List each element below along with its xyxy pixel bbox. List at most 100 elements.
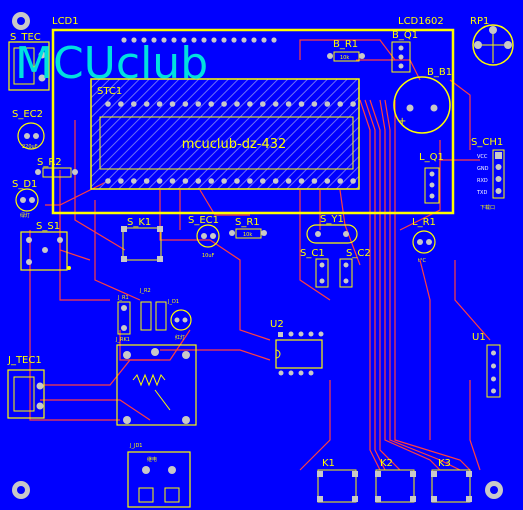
- pin-pad: [221, 37, 227, 43]
- pin-pad: [350, 101, 356, 107]
- pin-pad: [251, 37, 257, 43]
- label-j-jd1: J_JD1: [129, 443, 142, 449]
- label-lcd1: LCD1: [52, 16, 79, 27]
- pin-pad: [272, 101, 279, 107]
- pin-pad: [191, 37, 197, 43]
- pin-pad: [181, 37, 187, 43]
- pin-pad: [260, 101, 266, 107]
- s-s1-switch: [20, 231, 71, 271]
- mcu-pins-bottom: [105, 178, 356, 184]
- pin-pad: [151, 37, 157, 43]
- relay-terminal: [127, 451, 191, 508]
- k2-button: [375, 469, 416, 503]
- pin-pad: [143, 101, 150, 107]
- lcd-outline: [51, 28, 455, 215]
- s-ec1-capacitor: [196, 224, 220, 248]
- l-r1-sensor: [412, 230, 436, 254]
- l-q1-transistor: [424, 167, 440, 204]
- label-s-ec2-val: 220uF: [22, 144, 38, 150]
- label-j-d1-val: 红灯: [175, 334, 185, 341]
- label-ch-txd: TXD: [476, 190, 487, 196]
- label-j-tec1: J_TEC1: [7, 355, 42, 366]
- pin-pad: [311, 101, 318, 107]
- label-s-r1-val: 10k: [243, 232, 252, 238]
- k3-button: [431, 469, 472, 503]
- relay-block: [116, 344, 197, 426]
- pin-pad: [131, 101, 137, 107]
- board-text: mcuclub-dz-432: [182, 137, 287, 152]
- pin-pad: [337, 101, 344, 107]
- silkscreen-labels: LCD1 LCD1602 RP1 S_TEC B_R1 10k B_Q1 B_B…: [7, 16, 503, 469]
- mcuclub-logo: MCUclub: [15, 38, 208, 89]
- pin-pad: [271, 37, 277, 43]
- label-s-r1: S_R1: [235, 217, 260, 228]
- pin-pad: [311, 178, 318, 184]
- pin-pad: [285, 178, 292, 184]
- pin-pad: [118, 178, 124, 184]
- label-ch-vcc: VCC: [477, 154, 488, 160]
- s-k1-button: [121, 226, 163, 262]
- label-s-r2: S_R2: [37, 157, 62, 168]
- pin-pad: [195, 101, 202, 107]
- label-s-ec2: S_EC2: [12, 109, 43, 120]
- label-j-r1: J_R1: [117, 295, 129, 301]
- pin-pad: [208, 178, 214, 184]
- pin-pad: [247, 178, 253, 184]
- pin-pad: [324, 178, 331, 184]
- pin-pad: [156, 178, 163, 184]
- s-tec-connector: [8, 41, 50, 91]
- pin-pad: [169, 101, 176, 107]
- pin-pad: [131, 37, 137, 43]
- label-s-y1: S_Y1: [320, 214, 344, 225]
- label-b-b1: B_B1: [427, 67, 452, 78]
- pin-pad: [211, 37, 217, 43]
- s-c1-capacitor: [315, 258, 329, 288]
- u1-module: [486, 344, 501, 398]
- pin-pad: [350, 178, 356, 184]
- mounting-holes: [12, 12, 503, 499]
- pin-pad: [272, 178, 279, 184]
- pin-pad: [105, 101, 111, 107]
- svg-text:+: +: [398, 116, 406, 127]
- pin-pad: [131, 178, 137, 184]
- label-stc1: STC1: [97, 86, 122, 97]
- label-b-q1: B_Q1: [392, 30, 418, 41]
- pin-pad: [208, 101, 214, 107]
- s-r1-resistor: [229, 228, 267, 239]
- label-s-d1: S_D1: [12, 179, 37, 190]
- label-ch-rxd: RXD: [477, 178, 488, 184]
- pin-pad: [143, 178, 150, 184]
- label-b-r1: B_R1: [333, 39, 358, 50]
- label-s-ec1: S_EC1: [188, 215, 219, 226]
- pin-pad: [260, 178, 266, 184]
- label-u1: U1: [472, 332, 486, 343]
- label-s-k1: S_K1: [127, 217, 151, 228]
- pin-pad: [298, 178, 305, 184]
- label-j-jd1-val: 继电: [147, 456, 157, 463]
- s-d1-led: [15, 188, 39, 212]
- pin-pad: [285, 101, 292, 107]
- pin-pad: [234, 101, 240, 107]
- pin-pad: [156, 101, 163, 107]
- label-s-c1: S_C1: [300, 248, 325, 259]
- mcu-pins-top: [105, 101, 356, 107]
- s-ec2-capacitor: [17, 122, 45, 150]
- label-j-rk1: J_RK1: [115, 337, 130, 343]
- mcu-body: [90, 78, 360, 190]
- label-l-r1: L_R1: [412, 217, 436, 228]
- pin-pad: [105, 178, 111, 184]
- label-j-r2: J_R2: [139, 288, 151, 294]
- label-b-r1-val: 10k: [340, 55, 349, 61]
- pin-pad: [182, 178, 189, 184]
- pin-pad: [221, 178, 227, 184]
- k1-button: [317, 469, 358, 503]
- pin-pad: [231, 37, 237, 43]
- label-k2: K2: [380, 458, 393, 469]
- pin-pad: [169, 178, 176, 184]
- j-r1-resistor: [117, 301, 131, 335]
- label-s-c2: S_C2: [346, 248, 371, 259]
- lcd-header-pins: [121, 37, 277, 43]
- pin-pad: [121, 37, 127, 43]
- j-r2-resistor: [140, 301, 167, 331]
